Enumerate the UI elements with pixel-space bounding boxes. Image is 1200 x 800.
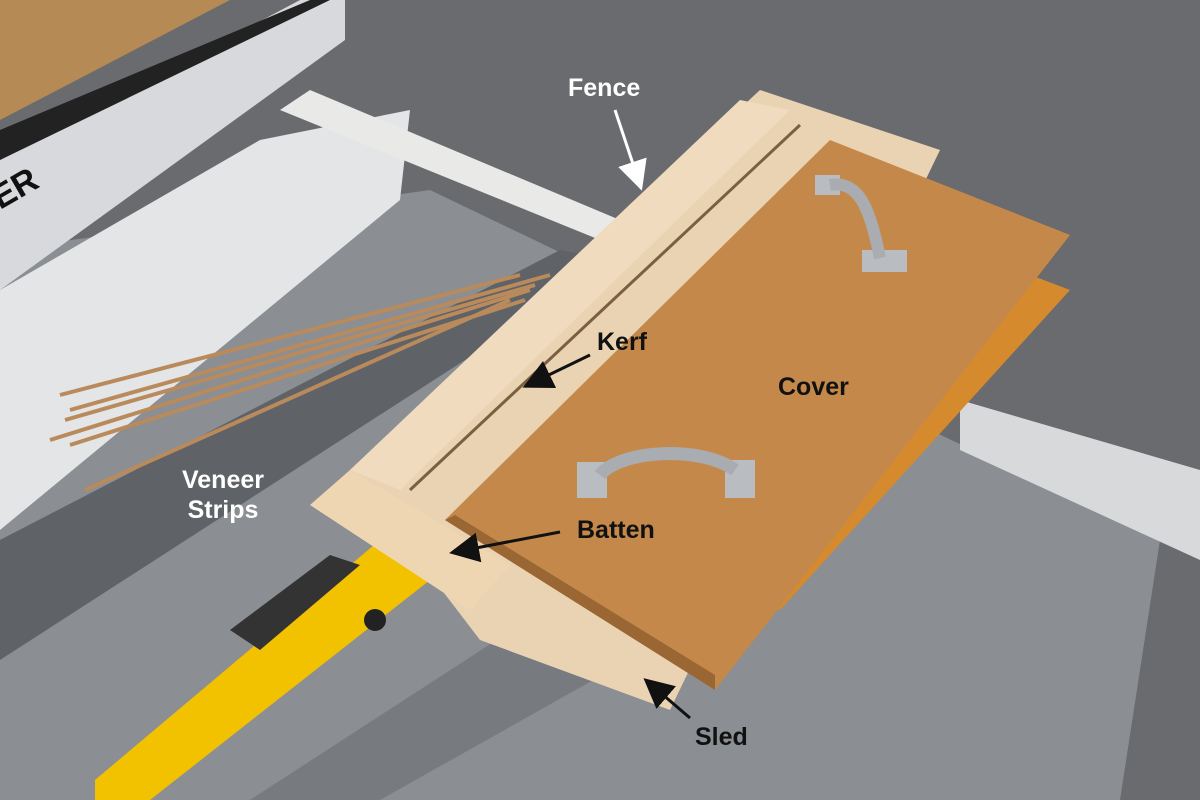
handle-bottom: [577, 447, 755, 498]
mdf-cover: [445, 140, 1070, 690]
insert-hole: [364, 609, 386, 631]
fence-scale: [280, 90, 620, 240]
extension-rail: [960, 400, 1200, 560]
label-batten: Batten: [577, 516, 655, 544]
label-veneer-line2: Strips: [187, 496, 259, 524]
label-fence: Fence: [568, 74, 641, 102]
label-veneer-strips: Veneer Strips: [168, 465, 278, 525]
miter-slot: [0, 250, 620, 660]
fence-arrow: [613, 109, 647, 191]
rip-fence-edge: [0, 0, 330, 160]
blade-insert: [95, 540, 430, 800]
kerf-line: [408, 123, 802, 492]
rip-fence: [0, 0, 345, 290]
label-sled: Sled: [695, 723, 748, 751]
label-cover: Cover: [778, 373, 849, 401]
mdf-cover-edge: [445, 515, 715, 690]
batten-board: [310, 470, 510, 610]
veneer-strips: [49, 273, 551, 492]
label-kerf: Kerf: [597, 328, 648, 356]
label-veneer-line1: Veneer: [181, 466, 264, 494]
sled-fence: [350, 100, 790, 490]
saw-blade: [230, 555, 360, 650]
kerf-arrow: [522, 353, 591, 389]
handle-top: [815, 175, 907, 272]
workbench: [0, 0, 230, 120]
sled-arrow: [643, 678, 691, 720]
batten-arrow: [449, 530, 561, 563]
